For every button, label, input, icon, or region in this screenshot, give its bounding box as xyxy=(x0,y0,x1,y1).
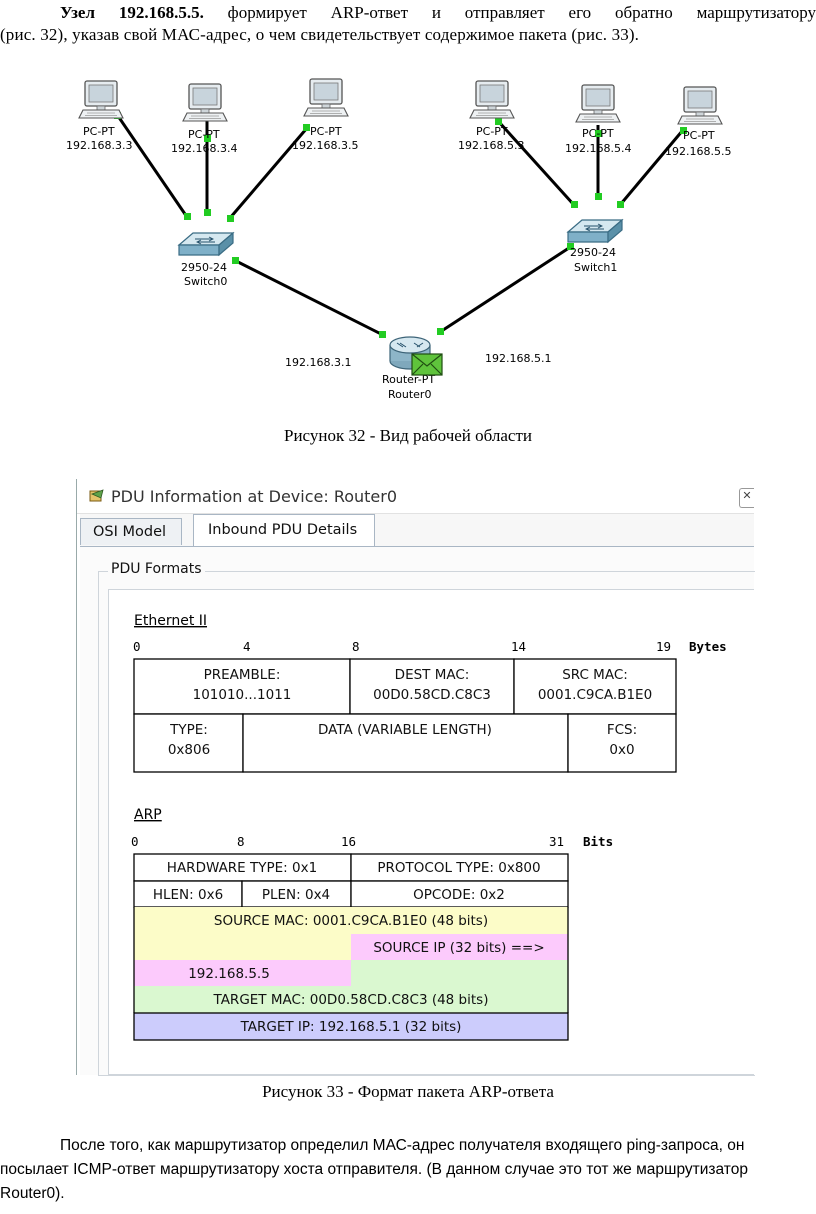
pc-4[interactable]: PC-PT 192.168.5.4 xyxy=(565,84,631,155)
pc-0-type: PC-PT xyxy=(83,125,115,138)
pc-0[interactable]: PC-PT 192.168.3.3 xyxy=(66,80,132,152)
type-value: 0x806 xyxy=(168,742,210,758)
network-links xyxy=(116,115,685,337)
pdu-pane: PDU Formats Ethernet II 0 4 8 14 19 Byte… xyxy=(80,547,755,1076)
pc-1[interactable]: PC-PT 192.168.3.4 xyxy=(171,83,237,155)
window-title: PDU Information at Device: Router0 xyxy=(111,486,398,506)
preamble-value: 101010...1011 xyxy=(193,687,292,703)
dest-mac-label: DEST MAC: xyxy=(395,667,470,683)
arp-heading: ARP xyxy=(134,807,162,823)
type-label: TYPE: xyxy=(169,722,208,738)
ethernet-scale: 0 4 8 14 19 Bytes xyxy=(133,639,727,654)
preamble-label: PREAMBLE: xyxy=(204,667,281,683)
data-field-label: DATA (VARIABLE LENGTH) xyxy=(318,722,492,738)
svg-text:Bits: Bits xyxy=(583,834,613,849)
pc-3[interactable]: PC-PT 192.168.5.3 xyxy=(458,80,524,152)
close-icon[interactable]: ✕ xyxy=(739,488,754,508)
switch-1-name: Switch1 xyxy=(574,261,617,274)
pdu-formats-label: PDU Formats xyxy=(108,561,205,577)
src-mac-value: 0001.C9CA.B1E0 xyxy=(538,687,652,703)
switch-0-model: 2950-24 xyxy=(181,261,227,274)
pc-5-ip: 192.168.5.5 xyxy=(665,145,731,158)
pdu-formats-diagram: Ethernet II 0 4 8 14 19 Bytes xyxy=(131,613,727,1041)
switch-1-model: 2950-24 xyxy=(570,246,616,259)
svg-text:4: 4 xyxy=(243,639,251,654)
router-ip-left: 192.168.3.1 xyxy=(285,356,351,369)
tab-osi-model[interactable]: OSI Model xyxy=(80,518,182,545)
network-diagram: PC-PT 192.168.3.3 PC-PT 192.168.3.4 PC-P… xyxy=(66,78,731,401)
tab-bar: OSI Model Inbound PDU Details xyxy=(80,514,754,547)
envelope-icon[interactable] xyxy=(411,353,443,376)
svg-text:31: 31 xyxy=(549,834,564,849)
figure-33-caption: Рисунок 33 - Формат пакета ARP-ответа xyxy=(262,1082,554,1101)
svg-text:0: 0 xyxy=(133,639,141,654)
svg-text:Bytes: Bytes xyxy=(689,639,727,654)
window-titlebar: PDU Information at Device: Router0 ✕ xyxy=(77,479,754,514)
outro-paragraph: После того, как маршрутизатор определил … xyxy=(0,1134,816,1206)
switch-0-name: Switch0 xyxy=(184,275,227,288)
pc-5[interactable]: PC-PT 192.168.5.5 xyxy=(665,86,731,158)
pc-1-type: PC-PT xyxy=(188,128,220,141)
src-mac-label: SRC MAC: xyxy=(562,667,628,683)
pdu-info-window: PDU Information at Device: Router0 ✕ OSI… xyxy=(76,479,755,1076)
svg-text:0: 0 xyxy=(131,834,139,849)
outro-line1: После того, как маршрутизатор определил … xyxy=(60,1137,745,1154)
ethernet-heading: Ethernet II xyxy=(134,613,207,629)
figure-32-caption: Рисунок 32 - Вид рабочей области xyxy=(283,426,532,445)
pc-4-ip: 192.168.5.4 xyxy=(565,142,631,155)
pdu-formats-group xyxy=(98,571,755,1076)
pc-3-ip: 192.168.5.3 xyxy=(458,139,524,152)
pc-0-ip: 192.168.3.3 xyxy=(66,139,132,152)
pc-1-ip: 192.168.3.4 xyxy=(171,142,237,155)
pdu-app-icon xyxy=(89,489,104,502)
arp-source-ip-value: 192.168.5.5 xyxy=(188,966,270,982)
tab-inbound-pdu-details[interactable]: Inbound PDU Details xyxy=(193,514,375,546)
arp-target-mac: TARGET MAC: 00D0.58CD.C8C3 (48 bits) xyxy=(213,992,489,1008)
svg-text:8: 8 xyxy=(237,834,245,849)
arp-plen: PLEN: 0x4 xyxy=(262,887,330,903)
arp-target-ip: TARGET IP: 192.168.5.1 (32 bits) xyxy=(240,1019,462,1035)
arp-scale: 0 8 16 31 Bits xyxy=(131,834,613,849)
arp-opcode: OPCODE: 0x2 xyxy=(413,887,505,903)
intro-paragraph: Узел 192.168.5.5. формирует ARP-ответ и … xyxy=(0,2,816,46)
intro-line1: формирует ARP-ответ и отправляет его обр… xyxy=(203,3,816,22)
svg-text:16: 16 xyxy=(341,834,356,849)
pc-3-type: PC-PT xyxy=(476,125,508,138)
arp-source-mac: SOURCE MAC: 0001.C9CA.B1E0 (48 bits) xyxy=(214,913,488,929)
dest-mac-value: 00D0.58CD.C8C3 xyxy=(373,687,491,703)
link-ports xyxy=(114,112,687,338)
intro-lead: Узел 192.168.5.5. xyxy=(60,3,204,22)
fcs-label: FCS: xyxy=(607,722,637,738)
switch-1[interactable]: 2950-24 Switch1 xyxy=(567,219,623,274)
pc-2-type: PC-PT xyxy=(310,125,342,138)
router-name: Router0 xyxy=(388,388,431,401)
outro-line2: посылает ICMP-ответ маршрутизатору хоста… xyxy=(0,1161,748,1178)
router-model: Router-PT xyxy=(382,373,435,386)
svg-text:8: 8 xyxy=(352,639,360,654)
intro-line2: (рис. 32), указав свой МАС-адрес, о чем … xyxy=(0,25,640,44)
router-0[interactable]: Router-PT Router0 xyxy=(382,336,435,401)
svg-text:19: 19 xyxy=(656,639,671,654)
pc-4-type: PC-PT xyxy=(582,127,614,140)
router-ip-right: 192.168.5.1 xyxy=(485,352,551,365)
pc-5-type: PC-PT xyxy=(683,129,715,142)
pc-2[interactable]: PC-PT 192.168.3.5 xyxy=(292,78,358,152)
svg-text:14: 14 xyxy=(511,639,526,654)
pdu-formats-area[interactable]: Ethernet II 0 4 8 14 19 Bytes xyxy=(108,589,754,1075)
switch-0[interactable]: 2950-24 Switch0 xyxy=(178,232,234,288)
ethernet-frame xyxy=(133,658,677,773)
arp-packet xyxy=(133,853,569,1041)
arp-source-ip-label: SOURCE IP (32 bits) ==> xyxy=(373,940,544,956)
arp-protocol-type: PROTOCOL TYPE: 0x800 xyxy=(377,860,540,876)
fcs-value: 0x0 xyxy=(609,742,634,758)
outro-line3: Router0). xyxy=(0,1185,65,1202)
arp-hardware-type: HARDWARE TYPE: 0x1 xyxy=(167,860,317,876)
pc-2-ip: 192.168.3.5 xyxy=(292,139,358,152)
arp-hlen: HLEN: 0x6 xyxy=(153,887,223,903)
